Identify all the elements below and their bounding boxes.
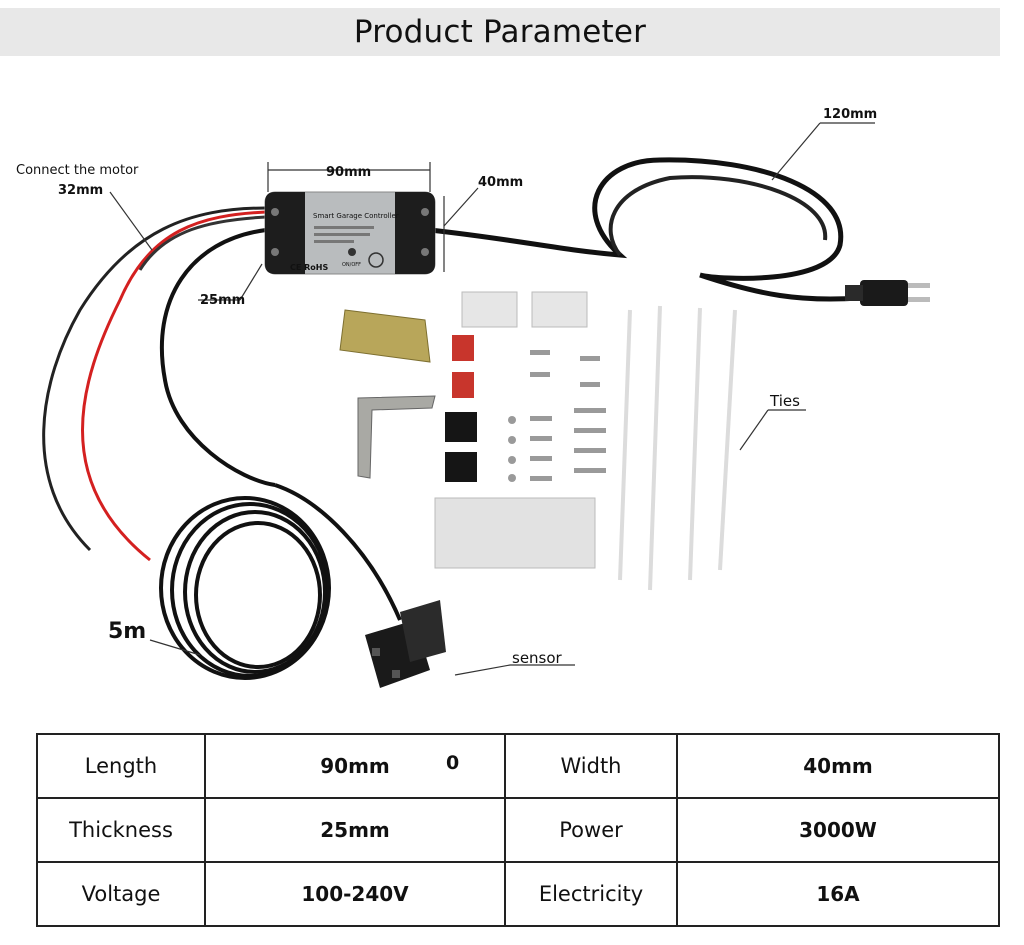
cable-ties <box>618 305 737 591</box>
magnet-blocks <box>445 335 477 482</box>
spec-label: Electricity <box>504 861 678 927</box>
table-row: Length 90mm Width 40mm <box>36 733 1000 799</box>
title-banner: Product Parameter <box>0 8 1000 56</box>
thickness-callout: 25mm <box>200 293 245 308</box>
spec-value: 3000W <box>676 797 1000 863</box>
sensor-callout: sensor <box>512 649 563 667</box>
spec-label: Thickness <box>36 797 206 863</box>
stray-mark: 0 <box>446 752 460 774</box>
power-cable <box>427 157 863 302</box>
product-photo: Smart Garage Controller CE RoHS ON/OFF <box>0 80 1024 720</box>
cable-length-callout: 120mm <box>823 107 877 122</box>
spec-value: 100-240V <box>204 861 506 927</box>
spec-label: Power <box>504 797 678 863</box>
spec-table: Length 90mm Width 40mm Thickness 25mm Po… <box>36 733 1000 927</box>
spec-value: 40mm <box>676 733 1000 799</box>
spec-label: Voltage <box>36 861 206 927</box>
screw-set <box>508 350 606 482</box>
sensor-cable-coil <box>159 496 331 680</box>
mounting-brackets <box>339 309 436 479</box>
callout-lines <box>109 122 875 676</box>
spec-value: 90mm <box>204 733 506 799</box>
spec-label: Length <box>36 733 206 799</box>
product-illustration: Smart Garage Controller CE RoHS ON/OFF <box>16 107 930 688</box>
ties-callout: Ties <box>769 392 800 410</box>
power-plug <box>845 280 930 306</box>
spec-value: 25mm <box>204 797 506 863</box>
page-title: Product Parameter <box>353 14 647 50</box>
controller-name: Smart Garage Controller <box>313 212 399 220</box>
controller-device: Smart Garage Controller CE RoHS ON/OFF <box>264 191 436 275</box>
adhesive-pads <box>434 291 596 569</box>
motor-wire-black <box>42 206 267 552</box>
table-row: Thickness 25mm Power 3000W <box>36 797 1000 863</box>
wifi-icon <box>368 252 384 268</box>
motor-wire-red <box>81 210 267 562</box>
width-callout: 40mm <box>478 175 523 190</box>
sensor-magnets <box>365 600 446 688</box>
table-row: Voltage 100-240V Electricity 16A <box>36 861 1000 927</box>
cord-length-callout: 5m <box>108 619 146 644</box>
motor-callout: Connect the motor <box>16 163 139 178</box>
length-callout: 90mm <box>326 165 371 180</box>
controller-mark: CE RoHS <box>290 263 328 272</box>
spec-label: Width <box>504 733 678 799</box>
spec-value: 16A <box>676 861 1000 927</box>
power-button <box>348 248 356 256</box>
sensor-cable <box>159 228 276 487</box>
motor-width-callout: 32mm <box>58 183 103 198</box>
button-label: ON/OFF <box>342 262 361 268</box>
